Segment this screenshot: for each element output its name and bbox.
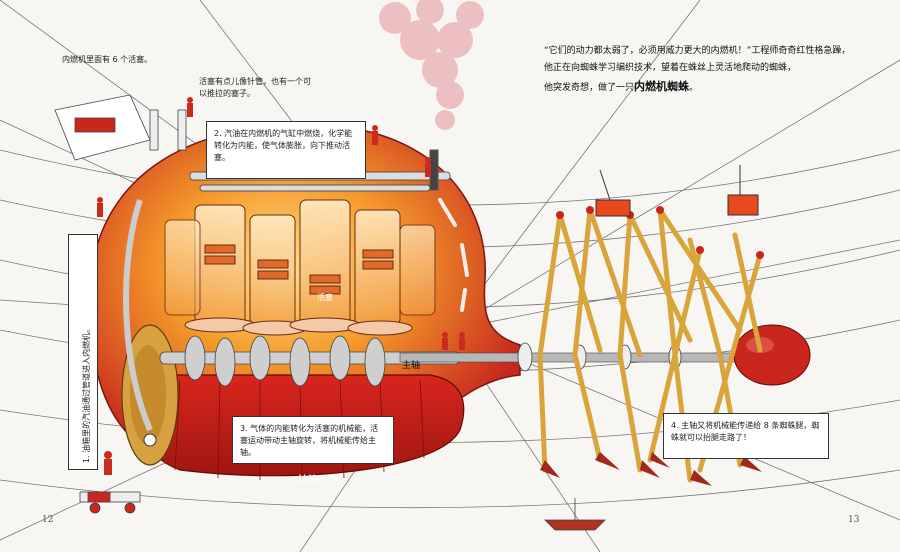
piston-shape-note: 活塞有点儿像针管，也有一个可以推拉的塞子。 (199, 77, 311, 98)
syringe-cart (79, 491, 141, 514)
page-number-right: 13 (848, 515, 860, 525)
story-line-2: 他正在向蜘蛛学习编织技术，望着在蛛丝上灵活地爬动的蜘蛛， (544, 63, 797, 74)
workers (97, 97, 465, 475)
spider-abdomen (733, 324, 811, 386)
small-boat (544, 498, 606, 531)
main-shaft-label: 主轴 (402, 361, 421, 371)
story-line-3-suffix: 。 (689, 83, 699, 94)
cylinders (164, 199, 436, 336)
step-2-box: 2. 汽油在内燃机的气缸中燃烧，化学能转化为内能，使气体膨胀，向下推动活塞。 (206, 121, 366, 179)
story-line-3: 他突发奇想，做了一只内燃机蜘蛛。 (544, 77, 874, 98)
step-1-box: 1. 油箱里的汽油通过管道进入内燃机。 (68, 234, 98, 470)
crankshaft (159, 335, 461, 387)
engine-sketch (54, 94, 187, 161)
cable-car (595, 165, 759, 217)
smoke-cloud (379, 0, 484, 130)
page-number-left: 12 (42, 515, 54, 525)
piston-label: 活塞 (317, 293, 333, 302)
story-line-3-prefix: 他突发奇想，做了一只 (544, 83, 635, 94)
leg-feet (540, 452, 762, 486)
fuel-tank-label: 油箱 (298, 475, 318, 486)
leg-joints (556, 206, 764, 259)
step-3-box: 3. 气体的内能转化为活塞的机械能，活塞运动带动主轴旋转，将机械能传给主轴。 (232, 416, 394, 464)
fuel-line (123, 199, 153, 432)
pistons-count-note: 内燃机里面有 6 个活塞。 (62, 55, 153, 64)
step-4-box: 4. 主轴又将机械能传递给 8 条蜘蛛腿，蜘蛛就可以抬腿走路了！ (663, 413, 829, 459)
story-text: “它们的动力都太弱了，必须用威力更大的内燃机！”工程师奇奇红性格急躁， 他正在向… (544, 43, 874, 98)
step-1-text: 1. 油箱里的汽油通过管道进入内燃机。 (82, 324, 91, 463)
story-line-1: “它们的动力都太弱了，必须用威力更大的内燃机！”工程师奇奇红性格急躁， (544, 46, 851, 56)
story-highlight: 内燃机蜘蛛 (634, 80, 690, 94)
